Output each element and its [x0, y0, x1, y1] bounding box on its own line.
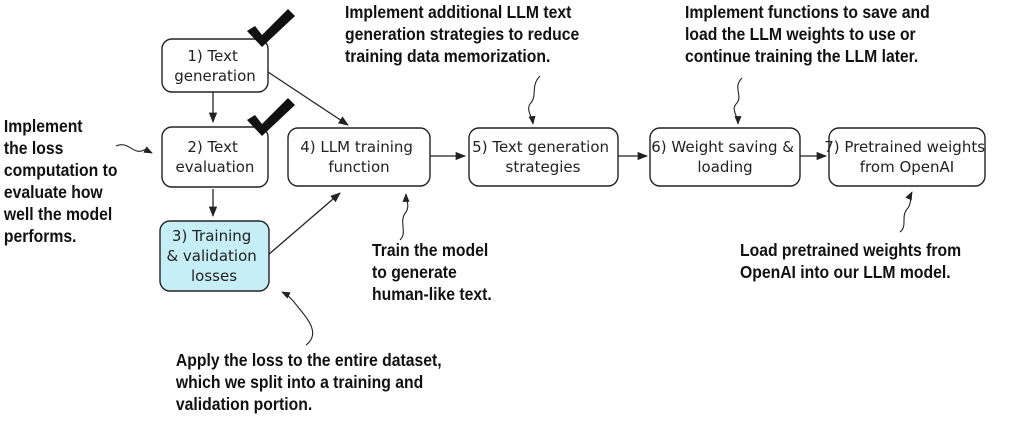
svg-text:4) LLM training function: 4) LLM training function [300, 138, 417, 176]
pointer-apply-loss [281, 291, 314, 346]
svg-text:5) Text generation strat: 5) Text generation strategies [472, 138, 614, 176]
step-box-6: 6) Weight saving & loading [649, 127, 801, 187]
pointer-save-weights [733, 77, 743, 125]
svg-text:3) Training & validation: 3) Training & validation losses [166, 227, 261, 285]
pointer-pretrained-weights [899, 191, 913, 233]
arrow-b3-b4 [267, 192, 341, 256]
step-box-7: 7) Pretrained weights from OpenAI [824, 127, 990, 187]
annotation-pretrained-weights: Load pretrained weights from OpenAI into… [740, 240, 965, 282]
svg-text:1) Text generation: 1) Text generation [174, 47, 256, 85]
pointer-loss-computation [115, 144, 153, 154]
annotation-apply-loss: Apply the loss to the entire dataset, wh… [175, 350, 446, 414]
annotation-loss-computation: Implement the loss computation to evalua… [3, 116, 122, 246]
connector-arrows [208, 71, 828, 256]
svg-text:6) Weight saving & loadi: 6) Weight saving & loading [651, 138, 799, 176]
svg-text:7) Pretrained weights fr: 7) Pretrained weights from OpenAI [824, 138, 990, 176]
annotation-pointers [115, 75, 913, 346]
svg-text:2) Text evaluation: 2) Text evaluation [176, 138, 255, 176]
checkmark-icon [247, 9, 295, 47]
step-box-4: 4) LLM training function [287, 127, 431, 187]
step-box-5: 5) Text generation strategies [468, 127, 619, 187]
pointer-train-model [399, 193, 410, 241]
pointer-generation-strategies [528, 75, 541, 125]
step-box-3: 3) Training & validation losses [159, 220, 270, 292]
step-box-1: 1) Text generation [161, 38, 269, 93]
arrow-b1-b4 [267, 71, 349, 126]
annotation-generation-strategies: Implement additional LLM text generation… [345, 2, 584, 66]
annotation-train-model: Train the model to generate human-like t… [372, 240, 493, 304]
annotation-save-weights: Implement functions to save and load the… [685, 2, 934, 66]
step-box-2: 2) Text evaluation [161, 126, 269, 188]
checkmark-icon [247, 98, 295, 136]
